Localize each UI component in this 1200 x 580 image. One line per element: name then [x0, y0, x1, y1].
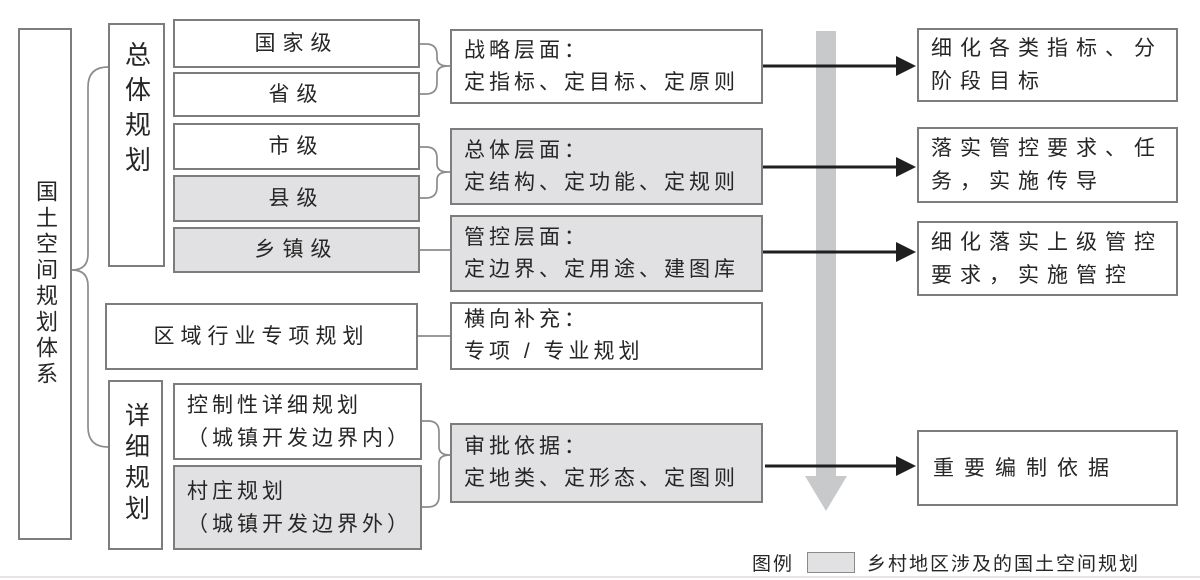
group-box-detailed-planning: 详细规划	[108, 380, 163, 550]
root-label: 国土空间规划体系	[33, 180, 58, 388]
function-approval-label: 审批依据： 定地类、定形态、定图则	[464, 435, 739, 490]
function-control-label: 管控层面： 定边界、定用途、建图库	[464, 225, 739, 281]
level-box-national: 国家级	[173, 19, 420, 68]
outcome-box-compilation-basis: 重要编制依据	[917, 430, 1178, 506]
outcome-box-refine-control: 细化落实上级管控 要求，实施管控	[917, 221, 1178, 296]
legend: 图例 乡村地区涉及的国土空间规划	[752, 549, 1140, 576]
regulatory-detailed-plan-box: 控制性详细规划 （城镇开发边界内）	[173, 383, 422, 460]
function-strategic-label: 战略层面： 定指标、定目标、定原则	[464, 38, 739, 94]
bottom-rule	[0, 576, 1200, 578]
root-brace-connector	[71, 66, 109, 448]
level-county-label: 县级	[268, 186, 325, 210]
level-municipal-label: 市级	[268, 134, 325, 158]
arrow-right-approval-icon	[765, 456, 916, 476]
down-arrow-icon	[805, 31, 847, 511]
outcome-indicators-label: 细化各类指标、分 阶段目标	[931, 37, 1163, 93]
level-township-label: 乡镇级	[254, 238, 339, 261]
level-box-municipal: 市级	[173, 123, 420, 170]
arrow-right-strategic-icon	[763, 56, 916, 76]
outcome-refine-control-label: 细化落实上级管控 要求，实施管控	[931, 230, 1163, 287]
function-box-horizontal: 横向补充： 专项 / 专业规划	[450, 302, 763, 370]
regulatory-detailed-plan-label: 控制性详细规划 （城镇开发边界内）	[187, 393, 412, 450]
function-overall-label: 总体层面： 定结构、定功能、定规则	[464, 138, 739, 194]
outcome-box-indicators: 细化各类指标、分 阶段目标	[917, 28, 1178, 102]
function-box-control: 管控层面： 定边界、定用途、建图库	[450, 215, 763, 292]
outcome-implementation-label: 落实管控要求、任 务，实施传导	[931, 137, 1163, 193]
regional-special-planning-box: 区域行业专项规划	[105, 303, 418, 370]
level-box-provincial: 省级	[173, 72, 420, 117]
legend-title: 图例	[752, 554, 795, 575]
village-plan-box: 村庄规划 （城镇开发边界外）	[173, 465, 422, 550]
level-national-label: 国家级	[254, 31, 339, 55]
legend-swatch-icon	[807, 552, 856, 573]
root-box-territorial-spatial-planning-system: 国土空间规划体系	[18, 28, 72, 540]
arrow-right-overall-icon	[763, 157, 916, 177]
function-horizontal-label: 横向补充： 专项 / 专业规划	[464, 308, 644, 363]
detail-plans-bracket	[422, 420, 452, 508]
municipal-county-bracket	[420, 146, 450, 199]
function-box-approval: 审批依据： 定地类、定形态、定图则	[450, 423, 763, 503]
regional-special-planning-label: 区域行业专项规划	[153, 324, 370, 348]
legend-item-label: 乡村地区涉及的国土空间规划	[867, 554, 1141, 575]
group-box-overall-planning: 总体规划	[108, 23, 165, 267]
village-plan-label: 村庄规划 （城镇开发边界外）	[187, 479, 412, 536]
outcome-box-implementation: 落实管控要求、任 务，实施传导	[917, 127, 1178, 203]
level-provincial-label: 省级	[268, 82, 325, 106]
overall-planning-label: 总体规划	[121, 41, 152, 181]
outcome-compilation-basis-label: 重要编制依据	[933, 456, 1119, 480]
function-box-strategic: 战略层面： 定指标、定目标、定原则	[450, 29, 763, 104]
national-provincial-bracket	[420, 43, 450, 95]
function-box-overall: 总体层面： 定结构、定功能、定规则	[450, 128, 763, 205]
detailed-planning-label: 详细规划	[121, 402, 150, 526]
level-box-county: 县级	[173, 175, 420, 222]
arrow-right-control-icon	[763, 242, 916, 262]
level-box-township: 乡镇级	[173, 227, 420, 273]
